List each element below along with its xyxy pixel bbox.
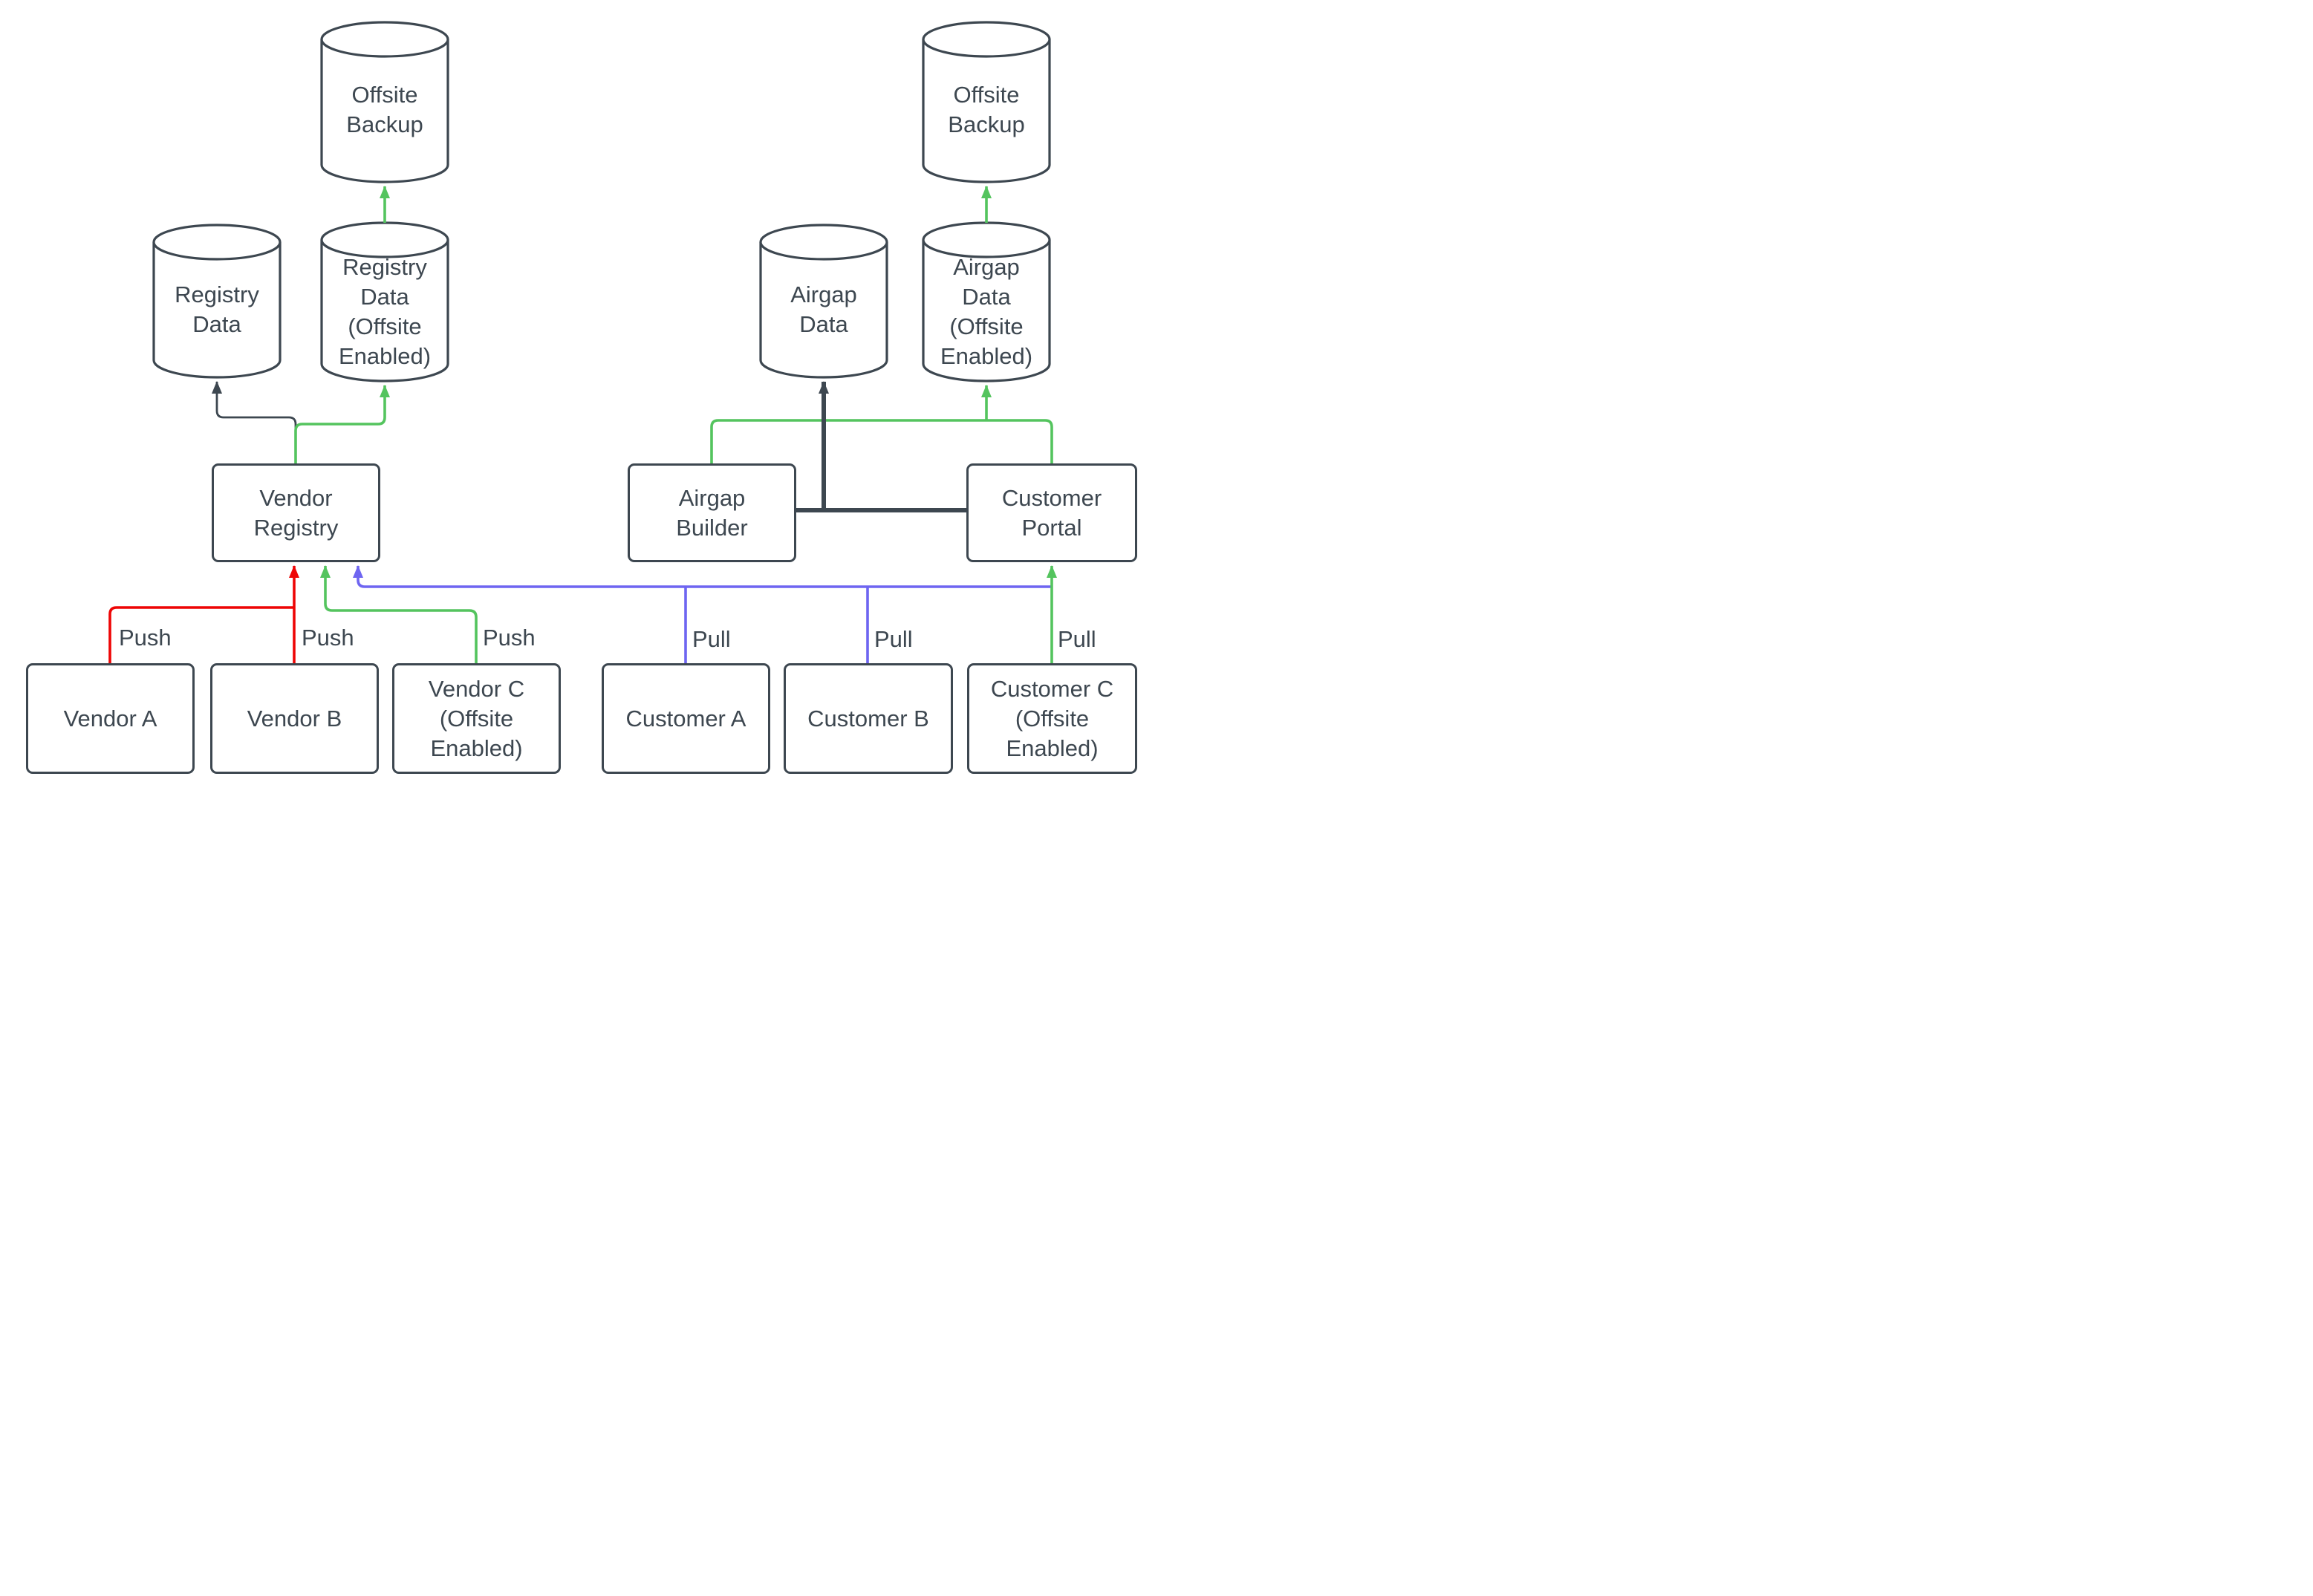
label-line: Offsite — [351, 82, 418, 108]
cylinder-body — [320, 39, 449, 183]
cylinder-top — [152, 224, 282, 261]
node-customer-portal: Customer Portal — [966, 463, 1137, 562]
cylinder-body — [759, 242, 888, 379]
cylinder-body — [922, 39, 1051, 183]
cylinder-top — [320, 21, 449, 58]
node-vendor-c: Vendor C (Offsite Enabled) — [392, 663, 561, 774]
label-line: Enabled) — [338, 342, 432, 369]
edge-green-trunk-builder-portal — [710, 419, 1053, 463]
edge-vendor-registry-to-registry-data-offsite — [294, 385, 390, 468]
label-line: Registry — [175, 281, 259, 307]
edge-label-pull-customer-b: Pull — [874, 626, 913, 652]
node-customer-c: Customer C (Offsite Enabled) — [967, 663, 1137, 774]
label-airgap-data: Airgap Data — [761, 225, 887, 377]
label-line: (Offsite — [1015, 705, 1090, 732]
label-line: (Offsite — [348, 313, 422, 339]
diagram: Offsite Backup Registry Data Registry Da… — [0, 0, 1156, 798]
cylinder-airgap-data-offsite — [922, 221, 1051, 382]
label-line: Vendor — [259, 484, 333, 511]
label-registry-data: Registry Data — [154, 225, 280, 377]
label-line: Customer — [1001, 484, 1102, 511]
edge-vendor-a-push — [108, 606, 294, 663]
cylinder-registry-data-offsite — [320, 221, 449, 382]
label-line: Vendor A — [63, 705, 157, 732]
label-line: Builder — [676, 514, 748, 541]
cylinder-offsite-backup-left — [320, 21, 449, 183]
node-customer-b: Customer B — [784, 663, 953, 774]
label-line: Offsite — [953, 82, 1020, 108]
label-line: Customer A — [625, 705, 746, 732]
edge-vendor-c-push — [320, 565, 478, 663]
cylinder-top — [922, 21, 1051, 58]
label-line: Data — [192, 310, 241, 337]
label-line: Airgap — [678, 484, 746, 511]
diagram-canvas — [108, 21, 1057, 663]
label-registry-data-offsite: Registry Data (Offsite Enabled) — [322, 223, 448, 381]
label-line: (Offsite — [949, 313, 1024, 339]
edge-label-push-vendor-c: Push — [483, 625, 536, 651]
label-line: Portal — [1021, 514, 1082, 541]
label-line: Enabled) — [1006, 735, 1099, 761]
node-customer-a: Customer A — [602, 663, 770, 774]
label-line: Data — [962, 283, 1011, 310]
label-line: (Offsite — [439, 705, 514, 732]
edge-vendor-registry-to-registry-data — [212, 381, 297, 468]
node-vendor-a: Vendor A — [26, 663, 195, 774]
cylinder-offsite-backup-right — [922, 21, 1051, 183]
label-offsite-backup-right: Offsite Backup — [923, 22, 1050, 183]
edge-label-push-vendor-a: Push — [119, 625, 172, 651]
cylinder-body — [320, 240, 449, 382]
cylinder-registry-data — [152, 224, 282, 379]
edge-label-push-vendor-b: Push — [302, 625, 354, 651]
label-line: Backup — [948, 111, 1025, 137]
label-airgap-data-offsite: Airgap Data (Offsite Enabled) — [923, 223, 1050, 381]
label-line: Vendor B — [247, 705, 342, 732]
edge-label-pull-customer-c: Pull — [1058, 626, 1096, 652]
node-vendor-b: Vendor B — [210, 663, 379, 774]
label-line: Registry — [253, 514, 339, 541]
cylinder-body — [922, 240, 1051, 382]
label-line: Customer B — [807, 705, 929, 732]
cylinder-body — [152, 242, 282, 379]
label-line: Data — [799, 310, 848, 337]
label-line: Airgap — [953, 253, 1020, 280]
cylinder-top — [759, 224, 888, 261]
label-line: Enabled) — [940, 342, 1033, 369]
label-line: Registry — [342, 253, 427, 280]
label-line: Backup — [346, 111, 423, 137]
label-line: Airgap — [790, 281, 857, 307]
label-offsite-backup-left: Offsite Backup — [322, 22, 448, 183]
label-line: Customer C — [990, 675, 1114, 702]
label-line: Data — [360, 283, 409, 310]
cylinder-airgap-data — [759, 224, 888, 379]
label-line: Enabled) — [430, 735, 523, 761]
label-line: Vendor C — [428, 675, 525, 702]
node-airgap-builder: Airgap Builder — [628, 463, 796, 562]
edge-label-pull-customer-a: Pull — [692, 626, 731, 652]
edge-customers-pull-to-vendor-registry — [353, 565, 1052, 588]
node-vendor-registry: Vendor Registry — [212, 463, 380, 562]
